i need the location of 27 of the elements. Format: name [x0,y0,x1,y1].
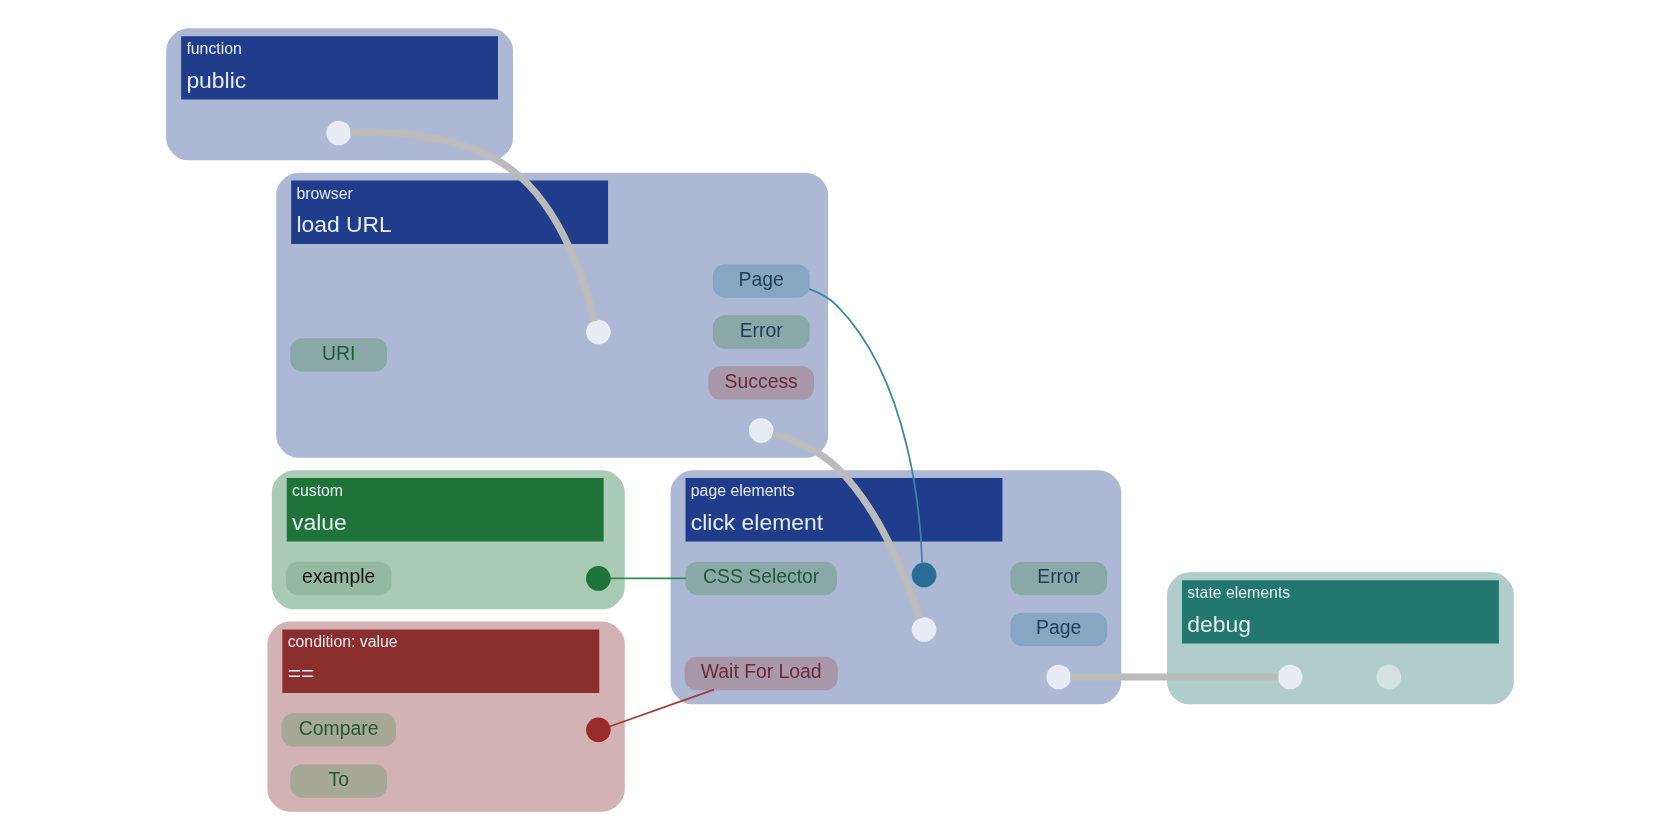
node-circle [586,566,611,591]
connector [609,577,687,580]
cluster: function public [166,28,513,161]
node-circle [586,319,611,345]
node-box: Page [712,264,810,298]
connector [608,688,715,728]
connector [350,128,598,323]
cluster: state elements debug [1167,572,1514,705]
node-box: Error [712,315,810,349]
node-circle [586,717,611,743]
node-box: Page [1010,612,1108,647]
node-box: Compare [281,713,396,747]
connector [1070,673,1279,681]
node-box: Error [1010,561,1108,596]
node-circle [748,418,774,443]
node-circle [326,120,351,146]
node-circle [911,562,937,588]
node-box: CSS Selector [685,561,837,596]
node-box: Success [708,366,815,400]
node-circle [1046,664,1072,690]
connector [771,429,923,620]
node-box: To [290,764,388,798]
node-box: Wait For Load [684,656,838,691]
node-circle [1277,664,1303,690]
node-circle [911,617,937,642]
node-box: URI [290,338,388,372]
node-circle [1376,664,1402,690]
